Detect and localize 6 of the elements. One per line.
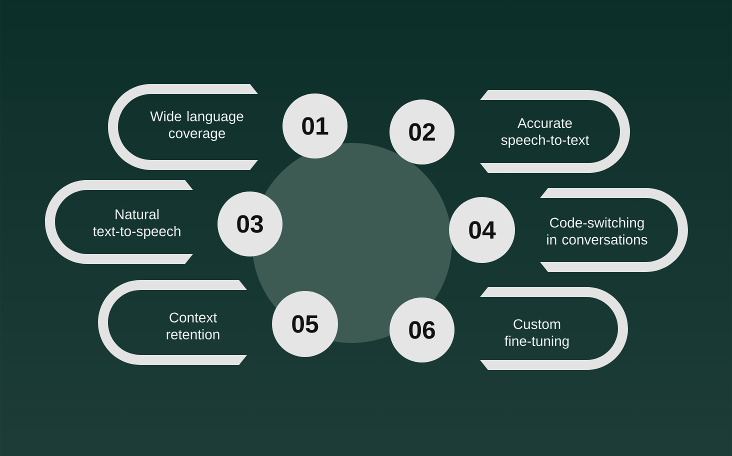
bracket-card: Context retention <box>98 280 247 365</box>
bracket-card: Code-switching in conversations <box>540 188 688 272</box>
bracket-card: Accurate speech-to-text <box>480 90 630 173</box>
bracket-card: Custom fine-tuning <box>480 287 628 370</box>
bracket-card: Natural text-to-speech <box>45 180 193 264</box>
bracket-card: Wide language coverage <box>108 84 258 170</box>
